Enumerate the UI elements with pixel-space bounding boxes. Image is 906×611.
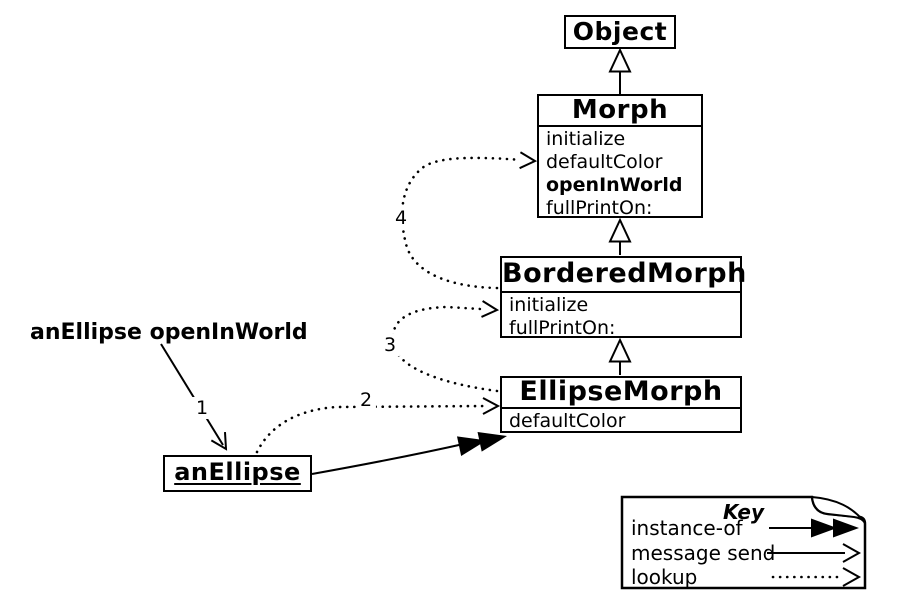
method-item: fullPrintOn: bbox=[546, 197, 653, 219]
step-label-4: 4 bbox=[390, 207, 412, 229]
key-message-send-arrow bbox=[767, 543, 862, 563]
expression-text: anEllipse openInWorld bbox=[30, 320, 308, 345]
class-box-morph: Morph initialize defaultColor openInWorl… bbox=[537, 94, 703, 220]
inheritance-arrow-borderedmorph-to-morph bbox=[608, 217, 632, 255]
step-label-3: 3 bbox=[379, 334, 401, 356]
method-list-borderedmorph: initialize fullPrintOn: bbox=[502, 291, 740, 340]
lookup-arrowhead-morph bbox=[519, 151, 538, 170]
class-name-object: Object bbox=[572, 17, 668, 46]
lookup-arrow-borderedmorph bbox=[391, 305, 499, 393]
method-item: initialize bbox=[546, 128, 626, 150]
method-item: defaultColor bbox=[509, 410, 626, 432]
key-lookup-arrow bbox=[771, 567, 862, 587]
step-label-1: 1 bbox=[191, 397, 213, 419]
instance-box-anellipse: anEllipse bbox=[163, 455, 312, 492]
key-item-message-send: message send bbox=[631, 541, 776, 565]
method-item: fullPrintOn: bbox=[509, 317, 616, 339]
method-item: initialize bbox=[509, 294, 589, 316]
instance-name-anellipse: anEllipse bbox=[174, 458, 301, 486]
method-item-highlighted: openInWorld bbox=[546, 174, 683, 196]
method-item: defaultColor bbox=[546, 151, 663, 173]
lookup-arrowhead-borderedmorph bbox=[481, 300, 500, 318]
inheritance-arrow-morph-to-object bbox=[608, 47, 632, 94]
class-box-borderedmorph: BorderedMorph initialize fullPrintOn: bbox=[500, 256, 747, 340]
class-box-object: Object bbox=[564, 15, 676, 49]
inheritance-arrow-ellipsemorph-to-borderedmorph bbox=[608, 337, 632, 375]
key-item-lookup: lookup bbox=[631, 565, 698, 589]
key-item-instance-of: instance-of bbox=[631, 516, 743, 540]
class-name-ellipsemorph: EllipseMorph bbox=[519, 376, 723, 407]
method-list-ellipsemorph: defaultColor bbox=[502, 407, 740, 432]
lookup-arrow-ellipsemorph bbox=[255, 404, 486, 454]
instance-of-arrow bbox=[311, 432, 507, 475]
class-box-ellipsemorph: EllipseMorph defaultColor bbox=[500, 376, 742, 433]
step-label-2: 2 bbox=[355, 389, 377, 411]
class-name-borderedmorph: BorderedMorph bbox=[502, 258, 747, 289]
method-list-morph: initialize defaultColor openInWorld full… bbox=[539, 125, 701, 220]
class-name-morph: Morph bbox=[571, 95, 669, 125]
lookup-arrowhead-ellipsemorph bbox=[482, 397, 501, 415]
